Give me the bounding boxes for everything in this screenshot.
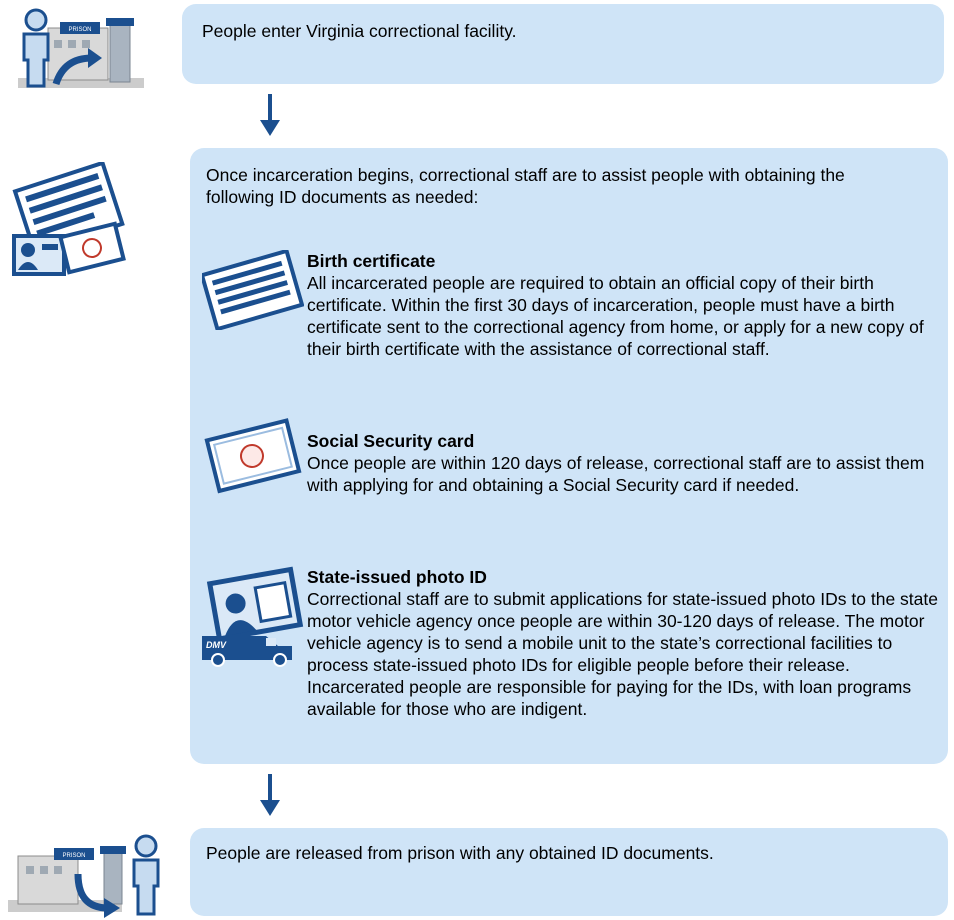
birth-certificate-item: Birth certificate All incarcerated peopl… [307,250,937,360]
svg-text:DMV: DMV [206,640,227,650]
social-security-card-icon [204,418,302,494]
step2-intro: Once incarceration begins, correctional … [206,165,845,207]
step3-text: People are released from prison with any… [206,843,714,863]
social-security-title: Social Security card [307,431,475,451]
person-leaving-prison-icon: PRISON [8,834,160,918]
photo-id-title: State-issued photo ID [307,567,487,587]
photo-id-text: Correctional staff are to submit applica… [307,589,938,719]
svg-text:PRISON: PRISON [62,853,85,859]
social-security-item: Social Security card Once people are wit… [307,430,937,496]
down-arrow-icon [260,94,280,136]
down-arrow-icon [260,774,280,816]
birth-certificate-icon [202,250,304,330]
photo-id-and-dmv-van-icon: DMV [202,566,304,667]
step3-box: People are released from prison with any… [190,828,948,916]
step1-text: People enter Virginia correctional facil… [202,21,517,41]
social-security-text: Once people are within 120 days of relea… [307,453,925,495]
id-documents-icon [12,162,126,276]
birth-certificate-title: Birth certificate [307,251,436,271]
step2-box: Once incarceration begins, correctional … [190,148,948,764]
step1-box: People enter Virginia correctional facil… [182,4,944,84]
birth-certificate-text: All incarcerated people are required to … [307,273,924,359]
photo-id-item: State-issued photo ID Correctional staff… [307,566,939,720]
person-entering-prison-icon: PRISON [18,8,144,88]
svg-text:PRISON: PRISON [68,27,91,33]
